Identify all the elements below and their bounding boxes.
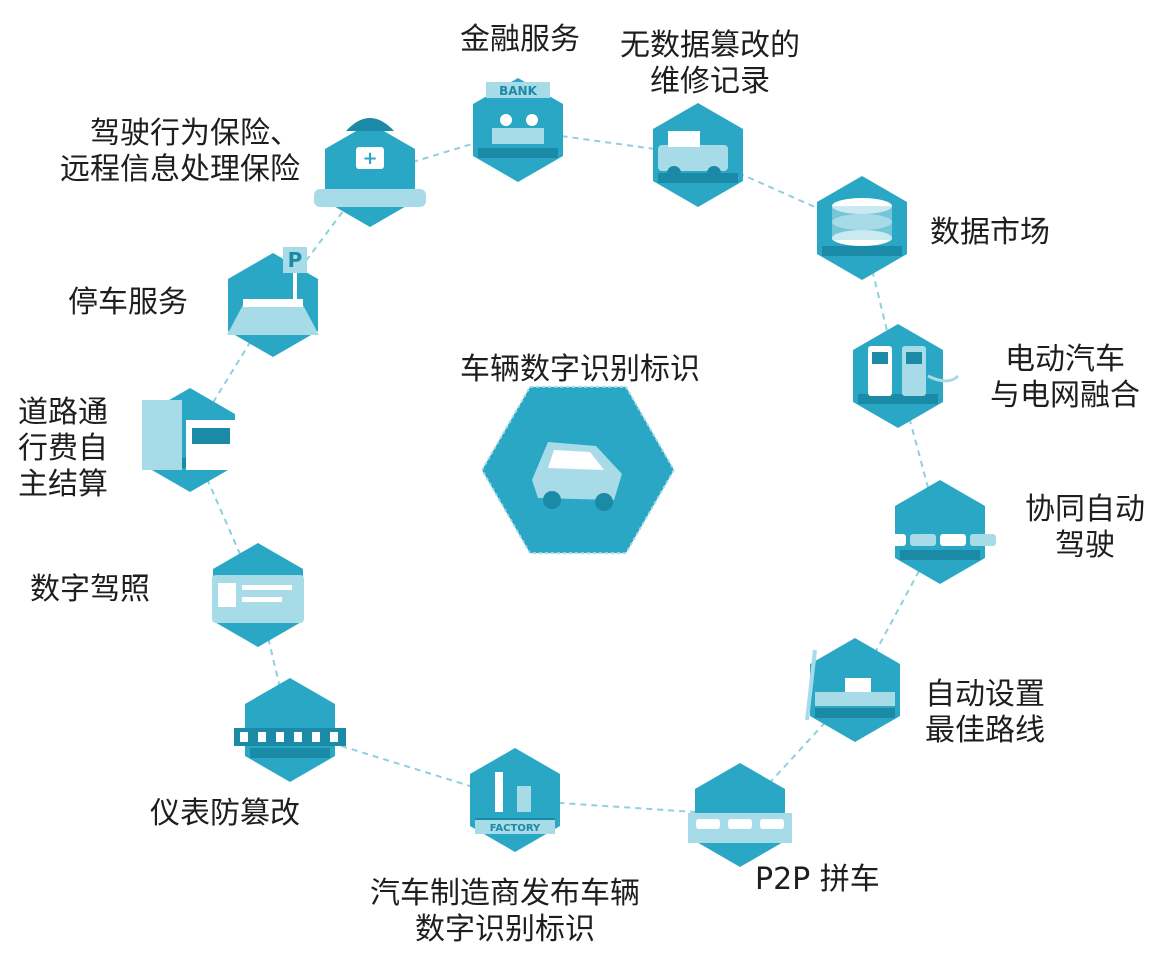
database-icon <box>817 176 907 280</box>
carpool-icon <box>688 763 792 867</box>
label-auto-route: 自动设置 最佳路线 <box>925 677 1045 748</box>
center-label: 车辆数字识别标识 <box>460 352 700 387</box>
connector-coop-driving <box>854 531 941 691</box>
label-coop-driving: 协同自动 驾驶 <box>1025 492 1145 563</box>
label-data-market: 数据市场 <box>930 215 1050 250</box>
connector-maintenance <box>697 154 863 229</box>
parking-icon: P <box>227 247 319 357</box>
label-parking: 停车服务 <box>68 285 188 320</box>
bank-icon: BANK <box>473 78 563 182</box>
label-toll: 道路通 行费自 主结算 <box>18 395 108 502</box>
label-manufacturer: 汽车制造商发布车辆 数字识别标识 <box>370 876 640 947</box>
toll-booth-icon <box>142 388 238 492</box>
hexagon-insurance <box>325 123 415 227</box>
label-maintenance: 无数据篡改的 维修记录 <box>620 28 800 99</box>
bank-sign-text: BANK <box>499 84 537 98</box>
label-ev-grid: 电动汽车 与电网融合 <box>990 342 1140 413</box>
label-finance: 金融服务 <box>460 22 580 57</box>
svg-text:+: + <box>362 148 377 169</box>
label-insurance: 驾驶行为保险、 远程信息处理保险 <box>60 116 300 187</box>
connector-finance <box>517 129 699 156</box>
odometer-icon <box>234 678 346 782</box>
label-license: 数字驾照 <box>30 572 150 607</box>
road-route-icon <box>805 638 900 742</box>
insurance-umbrella-icon: + <box>314 118 426 227</box>
pickup-truck-icon <box>653 103 743 207</box>
hexagon-manufacturer <box>470 748 560 852</box>
factory-sign-text: FACTORY <box>490 823 541 834</box>
car-platoon-icon <box>880 480 996 584</box>
factory-icon: FACTORY <box>470 748 560 852</box>
node-hexagons: BANK FACTORY P + <box>142 78 996 867</box>
label-p2p: P2P 拼车 <box>755 862 880 897</box>
hexagon-coop-driving <box>895 480 985 584</box>
charging-station-icon <box>853 324 960 428</box>
license-card-icon <box>212 543 304 647</box>
label-odometer: 仪表防篡改 <box>150 796 300 831</box>
car-icon <box>480 385 676 555</box>
parking-sign-text: P <box>288 248 303 272</box>
